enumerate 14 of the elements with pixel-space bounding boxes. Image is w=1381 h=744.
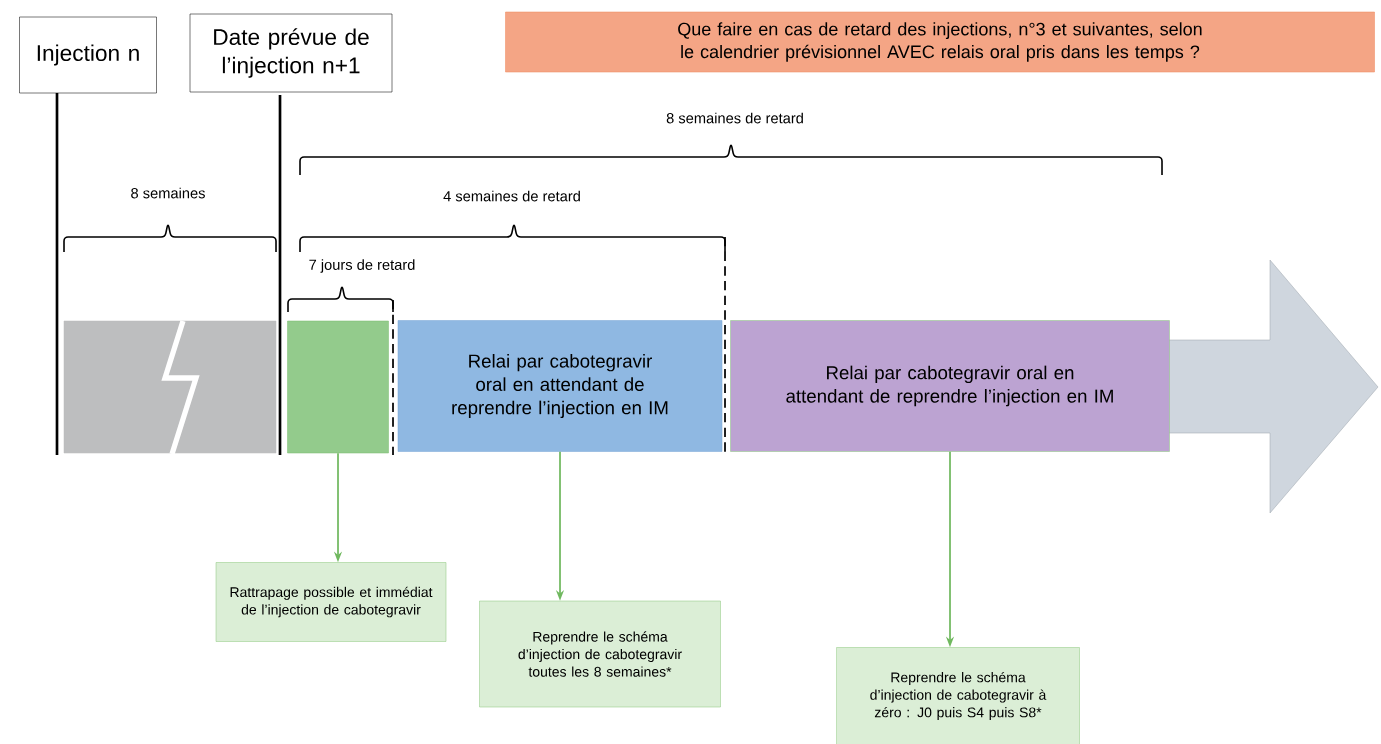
span-label: 8 semaines xyxy=(131,187,205,199)
label-box: Injection n xyxy=(19,16,157,94)
action-box: Reprendre le schéma d’injection de cabotegravir toutes les 8 semaines* xyxy=(479,600,721,708)
period-box xyxy=(287,320,389,454)
period-box xyxy=(63,320,277,454)
period-box: Relai par cabotegravir oral en attendant de reprendre l’injection en IM xyxy=(397,320,723,452)
label-box: Date prévue de l’injection n+1 xyxy=(189,13,393,93)
span-label: 8 semaines de retard xyxy=(666,112,803,124)
action-box: Reprendre le schéma d’injection de cabotegravir à zéro : J0 puis S4 puis S8* xyxy=(836,647,1080,744)
title-banner: Que faire en cas de retard des injections, n°3 et suivantes, selon le calendrier prévisionnel AVEC relais oral pris dans les temps ? xyxy=(505,11,1375,73)
span-label: 4 semaines de retard xyxy=(443,190,580,202)
span-label: 7 jours de retard xyxy=(309,259,415,273)
action-box: Rattrapage possible et immédiat de l’injection de cabotegravir xyxy=(215,562,447,642)
period-box: Relai par cabotegravir oral en attendant de reprendre l’injection en IM xyxy=(730,320,1170,452)
